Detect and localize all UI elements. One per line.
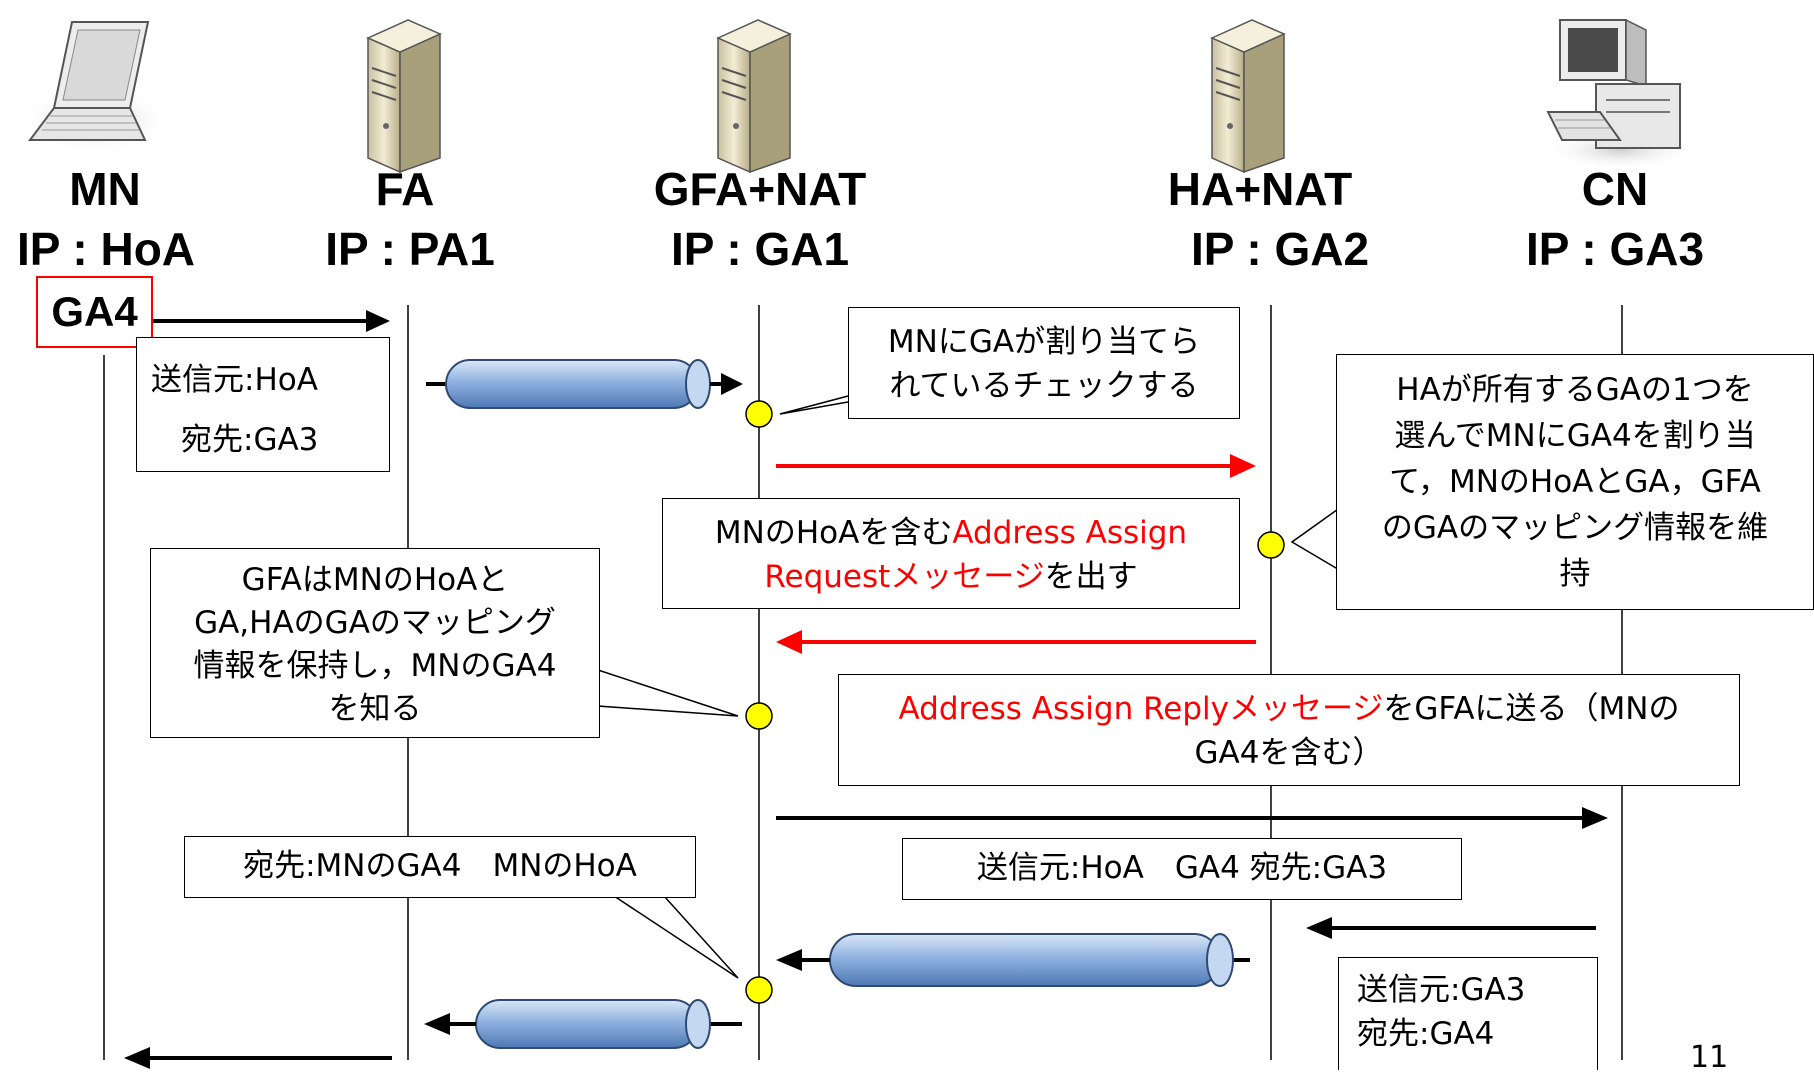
arrowhead [1582,807,1608,829]
arrowhead [1230,454,1256,478]
server-icon [716,19,792,174]
node-fa-ip: IP : PA1 [325,223,495,275]
event-dot-gfa-translate [745,976,773,1004]
note-line: のGAのマッピング情報を維 [1381,510,1769,546]
note-line: て，MNのHoAとGA，GFA [1389,464,1761,500]
note-line: 持 [1559,556,1591,592]
desktop-computer-icon [1540,18,1700,170]
node-ha-name: HA+NAT [1167,163,1353,215]
event-dot-gfa-check [745,400,773,428]
note-destination-translate: 宛先:MNのGA4 MNのHoA [184,836,696,898]
note-line: GA,HAのGAのマッピング [194,605,556,641]
note-text: をGFAに送る（MNの [1383,691,1680,727]
server-icon [1210,19,1286,174]
note-line: を知る [328,691,422,727]
note-text-red: Address Assign Replyメッセージ [898,691,1384,727]
node-gfa-ip: IP : GA1 [670,223,850,275]
note-text-red: Requestメッセージ [764,559,1045,595]
packet-cn-to-ha: 送信元:GA3 宛先:GA4 [1338,957,1598,1070]
arrowhead [1306,917,1332,939]
note-gfa-keep-mapping: GFAはMNのHoAと GA,HAのGAのマッピング 情報を保持し，MNのGA4… [150,548,600,738]
node-mn-name: MN [69,163,141,215]
laptop-icon [17,21,173,156]
tunnel-fa-to-gfa [426,359,743,409]
note-line: れているチェックする [889,368,1199,404]
tunnel-ha-to-gfa [776,933,1250,987]
packet-src: 送信元:GA3 [1357,972,1526,1008]
node-mn-ip: IP : HoA [16,223,196,275]
packet-dst: 宛先:GA4 [1357,1016,1495,1052]
arrowhead [776,630,802,654]
note-text-red: Address Assign [952,515,1188,551]
server-icon [366,19,442,174]
callout-pointer [611,895,739,979]
note-line: GFAはMNのHoAと [241,562,509,598]
note-address-assign-request: MNのHoAを含むAddress Assign Requestメッセージを出す [662,498,1240,609]
note-line: HAが所有するGAの1つを [1396,372,1754,408]
note-ha-assign: HAが所有するGAの1つを 選んでMNにGA4を割り当 て，MNのHoAとGA，… [1336,354,1814,610]
note-line: GA4を含む） [1194,735,1384,771]
note-text: MNのHoAを含む [714,515,953,551]
node-cn-name: CN [1581,163,1649,215]
node-cn-ip: IP : GA3 [1525,223,1705,275]
note-source-translate: 送信元:HoA GA4 宛先:GA3 [902,838,1462,900]
tunnel-gfa-to-fa [424,999,742,1049]
node-fa-name: FA [375,163,435,215]
callout-pointer [597,668,739,717]
packet-dst: 宛先:GA3 [181,422,319,458]
node-gfa-name: GFA+NAT [653,163,867,215]
event-dot-gfa-keep [745,702,773,730]
arrowhead [366,310,390,332]
arrowhead [124,1047,150,1069]
node-ha-ip: IP : GA2 [1190,223,1370,275]
note-line: 情報を保持し，MNのGA4 [193,648,557,684]
note-gfa-check: MNにGAが割り当てら れているチェックする [848,307,1240,419]
packet-mn-to-fa: 送信元:HoA 宛先:GA3 [136,337,390,472]
packet-src: 送信元:HoA [151,362,318,398]
note-address-assign-reply: Address Assign ReplyメッセージをGFAに送る（MNの GA4… [838,674,1740,786]
ga4-badge: GA4 [36,276,153,348]
note-line: MNにGAが割り当てら [887,324,1201,360]
note-text: を出す [1044,559,1138,595]
note-line: 選んでMNにGA4を割り当 [1394,418,1756,454]
event-dot-ha-assign [1257,531,1285,559]
page-number: 11 [1690,1040,1729,1075]
